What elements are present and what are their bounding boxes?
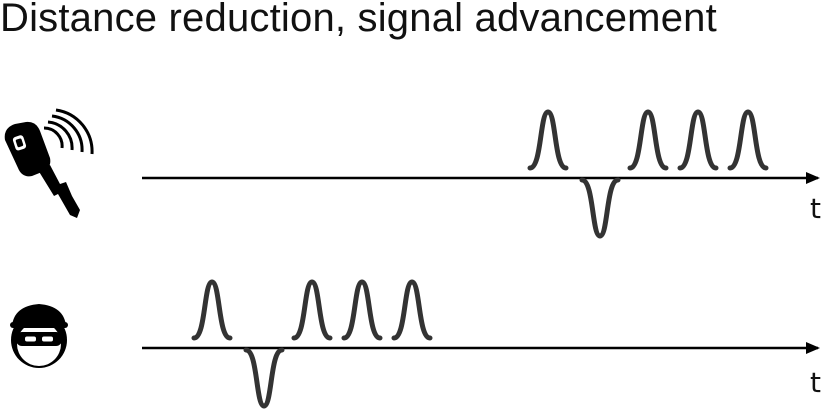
signal-pulses-1 <box>527 109 769 239</box>
signal-pulse-up <box>527 109 569 171</box>
signal-pulse-down <box>579 177 621 239</box>
burglar-icon <box>10 304 68 368</box>
signal-pulse-up <box>191 279 233 341</box>
signal-pulse-up <box>627 109 669 171</box>
car-key-icon <box>4 108 94 218</box>
signal-pulse-up <box>391 279 433 341</box>
diagram-title: Distance reduction, signal advancement <box>0 0 717 40</box>
signal-pulses-2 <box>191 279 433 409</box>
signal-pulse-down <box>243 347 285 409</box>
signal-pulse-up <box>291 279 333 341</box>
signal-pulse-up <box>341 279 383 341</box>
time-axis-label-2: t <box>810 366 821 399</box>
signal-pulse-up <box>677 109 719 171</box>
time-axis-label-1: t <box>810 192 821 225</box>
signal-pulse-up <box>727 109 769 171</box>
